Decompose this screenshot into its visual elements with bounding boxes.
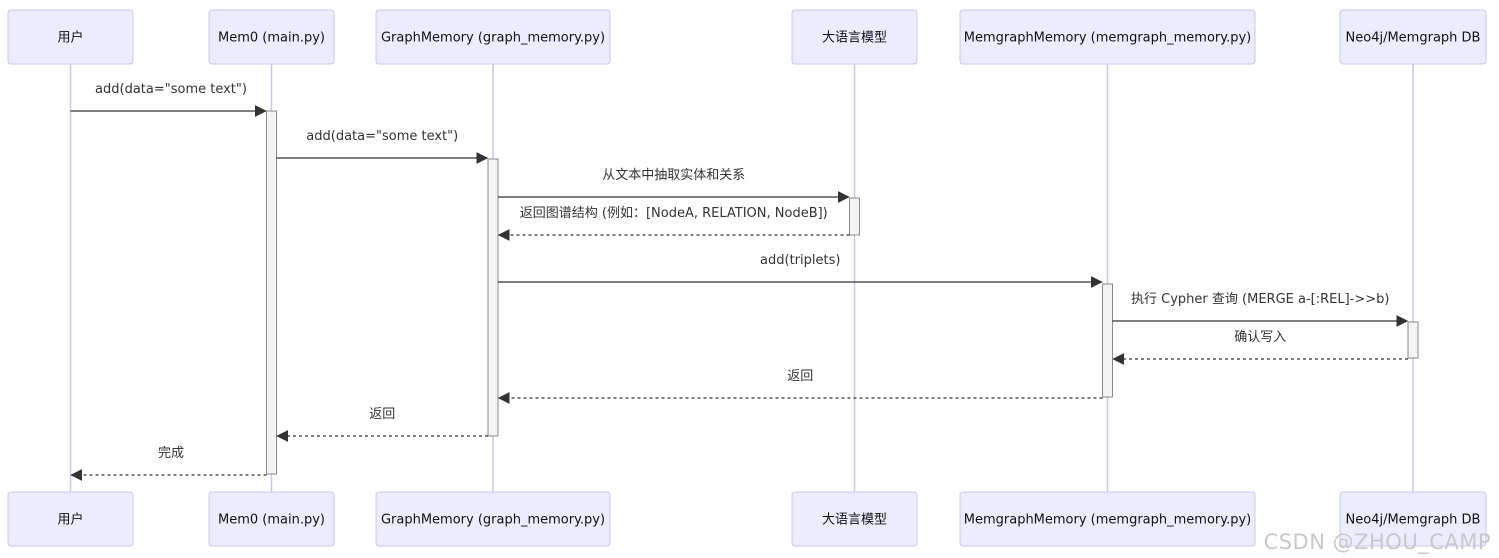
actor-box: [791, 491, 918, 547]
message-10: 完成: [70, 446, 267, 481]
actor-label: GraphMemory (graph_memory.py): [381, 513, 605, 528]
message-4: 返回图谱结构 (例如：[NodeA, RELATION, NodeB]): [497, 205, 850, 241]
actor-box: [375, 9, 611, 65]
message-label: add(data="some text"): [306, 129, 458, 144]
activation-llm: [849, 197, 860, 236]
actor-user-bottom: 用户: [7, 491, 134, 547]
message-7: 确认写入: [1112, 330, 1408, 365]
actor-db-top: Neo4j/Memgraph DB: [1339, 9, 1487, 65]
message-1: add(data="some text"): [70, 82, 267, 117]
message-6: 执行 Cypher 查询 (MERGE a-[:REL]->>b): [1112, 292, 1409, 327]
actor-label: MemgraphMemory (memgraph_memory.py): [964, 31, 1252, 46]
actor-llm-top: 大语言模型: [791, 9, 918, 65]
message-label: add(data="some text"): [95, 82, 247, 97]
message-label: add(triplets): [760, 253, 840, 268]
message-label: 执行 Cypher 查询 (MERGE a-[:REL]->>b): [1131, 292, 1389, 307]
actor-label: Neo4j/Memgraph DB: [1346, 31, 1481, 46]
actor-label: Mem0 (main.py): [218, 31, 325, 46]
activation-graph: [487, 158, 499, 437]
actor-label: 大语言模型: [822, 31, 887, 46]
actor-box: [1339, 9, 1487, 65]
actor-box: [959, 9, 1256, 65]
actor-box: [208, 9, 335, 65]
actor-label: 用户: [57, 30, 83, 46]
actor-label: MemgraphMemory (memgraph_memory.py): [964, 513, 1252, 528]
actor-graph-top: GraphMemory (graph_memory.py): [375, 9, 611, 65]
activation-mem0: [266, 110, 277, 475]
actor-user-top: 用户: [7, 9, 134, 65]
actor-box: [375, 491, 611, 547]
actor-mem0-top: Mem0 (main.py): [208, 9, 335, 65]
message-5: add(triplets): [498, 253, 1103, 288]
actor-memgraph-top: MemgraphMemory (memgraph_memory.py): [959, 9, 1256, 65]
actor-label: Neo4j/Memgraph DB: [1346, 513, 1481, 528]
message-3: 从文本中抽取实体和关系: [498, 168, 850, 203]
actor-memgraph-bottom: MemgraphMemory (memgraph_memory.py): [959, 491, 1256, 547]
message-label: 返回: [787, 369, 813, 384]
actor-graph-bottom: GraphMemory (graph_memory.py): [375, 491, 611, 547]
message-label: 返回图谱结构 (例如：[NodeA, RELATION, NodeB]): [520, 205, 828, 221]
message-8: 返回: [497, 369, 1103, 404]
activation-memgraph: [1102, 283, 1113, 398]
actor-db-bottom: Neo4j/Memgraph DB: [1339, 491, 1487, 547]
actor-box: [791, 9, 918, 65]
message-label: 返回: [369, 407, 395, 422]
message-9: 返回: [276, 407, 488, 442]
message-label: 完成: [158, 446, 184, 461]
actor-label: GraphMemory (graph_memory.py): [381, 31, 605, 46]
actor-box: [959, 491, 1256, 547]
message-label: 确认写入: [1234, 330, 1286, 345]
actor-box: [208, 491, 335, 547]
message-label: 从文本中抽取实体和关系: [602, 168, 745, 183]
actor-label: 用户: [57, 512, 83, 528]
actor-box: [1339, 491, 1487, 547]
actor-box: [7, 491, 134, 547]
actor-mem0-bottom: Mem0 (main.py): [208, 491, 335, 547]
actor-box: [7, 9, 134, 65]
actor-label: Mem0 (main.py): [218, 513, 325, 528]
activation-db: [1407, 321, 1419, 359]
actor-label: 大语言模型: [822, 513, 887, 528]
message-2: add(data="some text"): [276, 129, 489, 164]
actor-llm-bottom: 大语言模型: [791, 491, 918, 547]
